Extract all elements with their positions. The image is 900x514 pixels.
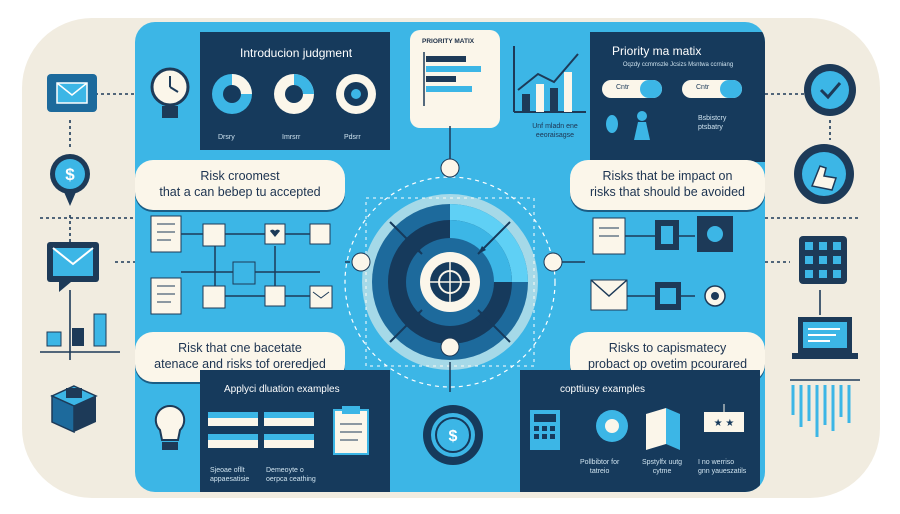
pill-a-knob xyxy=(640,80,662,98)
risk-accepted-pill: Risk croomest that a can bebep tu accept… xyxy=(135,160,345,210)
checkmark-badge-icon xyxy=(804,64,856,116)
continuity-caption-c: I no werriso gnn yaueszatils xyxy=(698,458,746,476)
risk-avoided-pill: Risks that be impact on risks that shoul… xyxy=(570,160,765,210)
donut-label-2: Imrsrr xyxy=(282,134,301,141)
people-icons xyxy=(606,111,650,140)
risk-occurred-line-1: Risks to capismatecy xyxy=(608,341,727,355)
priority-pill-b[interactable]: Cntr xyxy=(682,80,742,98)
intro-title: Introducion judgment xyxy=(240,46,353,60)
blocks-chart-icon xyxy=(46,313,107,347)
pill-b-label: Cntr xyxy=(696,84,710,91)
priority-caption: Bsbistcry ptsbatry xyxy=(698,114,726,132)
svg-text:$: $ xyxy=(65,165,75,184)
process-flowchart xyxy=(150,215,333,315)
risk-accepted-line-2: that a can bebep tu accepted xyxy=(159,185,321,199)
chart-caption-line-1: Unf mladn ene xyxy=(532,123,578,130)
svg-text:$: $ xyxy=(449,428,458,445)
continuity-caption-b: Spstylfx uutg cytme xyxy=(642,458,682,476)
application-title: Applyci dluation examples xyxy=(224,384,340,395)
pill-b-knob xyxy=(720,80,742,98)
priority-panel: Priority ma matix Oqzdy ccmmszle Jcsizs … xyxy=(590,32,765,162)
donut-row-icons xyxy=(212,74,376,114)
application-examples-panel: Applyci dluation examples Sjeoae ofllt a… xyxy=(200,370,390,492)
lightbulb-icon xyxy=(154,404,186,450)
application-caption-a-line-2: appaesatisie xyxy=(210,476,250,483)
chart-caption-line-2: eeoraisagse xyxy=(535,132,575,139)
risk-accepted-line-1: Risk croomest xyxy=(200,169,280,183)
priority-title: Priority ma matix xyxy=(612,44,702,58)
clipboard-icon xyxy=(333,406,369,455)
risk-ordered-line-1: Risk that cne bacetate xyxy=(178,341,302,355)
growth-chart-icon xyxy=(513,46,586,113)
message-icon xyxy=(47,242,99,292)
continuity-caption-c-line-2: gnn yaueszatils xyxy=(698,468,747,475)
dollar-coin-icon: $ xyxy=(423,405,483,465)
continuity-caption-b-line-2: cytme xyxy=(652,468,672,475)
card-title: PRIORITY MATIX xyxy=(422,38,475,45)
continuity-caption-a: Pollbibtor for tatreio xyxy=(580,458,619,476)
bars-legend-icon xyxy=(208,412,314,448)
application-caption-a-line-1: Sjeoae ofllt xyxy=(210,467,245,474)
hand-click-icon xyxy=(794,144,854,204)
priority-subtitle: Oqzdy ccmmszle Jcsizs Msntwa ccrniang xyxy=(622,62,734,68)
continuity-caption-b-line-1: Spstylfx uutg xyxy=(642,459,683,466)
risk-avoided-line-2: risks that should be avoided xyxy=(590,185,745,199)
connector-nodes xyxy=(345,126,585,392)
svg-text:★ ★: ★ ★ xyxy=(714,418,735,429)
intro-judgment-panel: Introducion judgment Drsry Imrsrr Pdsrr xyxy=(200,32,390,150)
continuity-caption-a-line-1: Pollbibtor for xyxy=(580,459,620,466)
barcode-icon xyxy=(791,385,851,437)
continuity-title: copttiusy examples xyxy=(560,384,646,395)
continuity-examples-panel: copttiusy examples ★ ★ Pollbibtor for ta… xyxy=(520,370,760,492)
email-icon xyxy=(47,74,97,112)
calendar-grid-icon xyxy=(799,236,847,284)
document-icons xyxy=(590,216,733,311)
priority-pill-a[interactable]: Cntr xyxy=(602,80,662,98)
laptop-icon xyxy=(792,317,858,359)
donut-label-1: Drsry xyxy=(218,134,235,141)
chart-caption: Unf mladn ene eeoraisagse xyxy=(515,122,595,140)
application-caption-b-line-1: Demeoyte o xyxy=(266,467,304,474)
priority-caption-line-1: Bsbistcry xyxy=(698,115,727,122)
risk-avoided-line-1: Risks that be impact on xyxy=(602,169,733,183)
cube-icon xyxy=(50,385,98,434)
continuity-icons: ★ ★ xyxy=(530,404,744,450)
application-caption-b-line-2: oerpca ceathing xyxy=(266,476,316,483)
dollar-pin-icon: $ xyxy=(50,154,90,206)
priority-matrix-card: PRIORITY MATIX xyxy=(410,30,500,128)
application-caption-a: Sjeoae ofllt appaesatisie xyxy=(210,466,249,484)
priority-caption-line-2: ptsbatry xyxy=(698,124,723,131)
risk-target-diagram xyxy=(344,176,556,388)
continuity-caption-c-line-1: I no werriso xyxy=(698,459,735,466)
main-board: Introducion judgment Drsry Imrsrr Pdsrr … xyxy=(135,22,765,492)
donut-label-3: Pdsrr xyxy=(344,134,361,141)
risk-ordered-line-2: atenace and risks tof oreredjed xyxy=(154,357,326,371)
continuity-caption-a-line-2: tatreio xyxy=(589,468,610,475)
bar-chart-icon xyxy=(423,52,481,106)
clock-bulb-icon xyxy=(150,67,190,118)
application-caption-b: Demeoyte o oerpca ceathing xyxy=(266,466,316,484)
pill-a-label: Cntr xyxy=(616,84,630,91)
risk-occurred-line-2: probact op ovetim pcourared xyxy=(587,357,748,371)
